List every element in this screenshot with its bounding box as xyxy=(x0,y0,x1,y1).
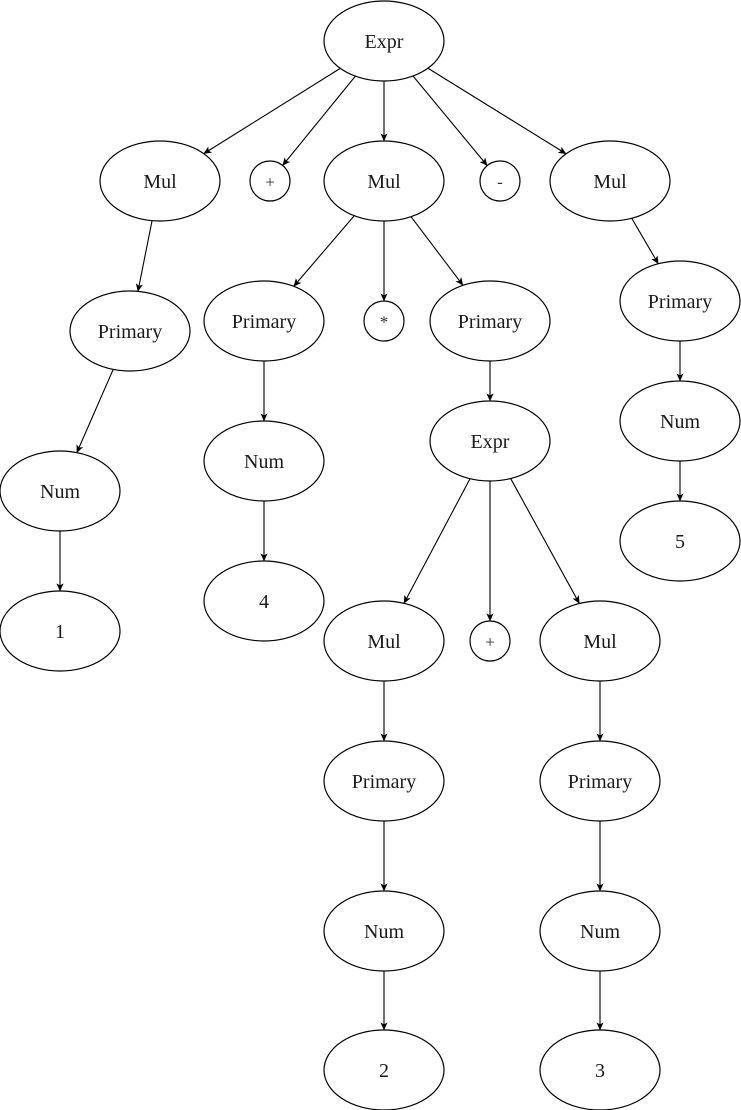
literal-node-1: 1 xyxy=(0,590,121,672)
node-label: Num xyxy=(244,451,284,473)
node-label: 2 xyxy=(379,1060,389,1082)
edge-primary-to-num xyxy=(76,369,114,453)
primary-node: Primary xyxy=(619,260,741,342)
node-outline xyxy=(469,620,511,662)
node-label: + xyxy=(485,633,495,652)
edge-mul-to-primary xyxy=(293,215,355,287)
primary-node: Primary xyxy=(203,280,325,362)
node-label: - xyxy=(497,173,503,192)
num-node: Num xyxy=(619,380,741,462)
node-label: Num xyxy=(364,921,404,943)
node-outline xyxy=(203,560,325,642)
node-label: Primary xyxy=(458,311,522,333)
node-label: Mul xyxy=(583,631,617,653)
edge-expr-to-op xyxy=(282,75,356,166)
mul-node: Mul xyxy=(323,600,445,682)
node-label: 4 xyxy=(259,591,269,613)
node-label: Mul xyxy=(143,171,177,193)
node-label: Expr xyxy=(365,31,404,53)
node-label: Num xyxy=(580,921,620,943)
edge-expr-to-op xyxy=(412,75,488,166)
node-outline xyxy=(549,140,671,222)
expr-node: Expr xyxy=(429,400,551,482)
mul-node: Mul xyxy=(539,600,661,682)
node-outline xyxy=(0,450,121,532)
node-label: Primary xyxy=(232,311,296,333)
edges xyxy=(56,67,684,1031)
node-outline xyxy=(323,1029,445,1110)
node-outline xyxy=(323,890,445,972)
node-label: Mul xyxy=(593,171,627,193)
edge-expr-to-mul xyxy=(403,478,471,604)
node-label: Primary xyxy=(98,321,162,343)
node-label: Mul xyxy=(367,631,401,653)
node-label: Primary xyxy=(568,771,632,793)
node-outline xyxy=(69,290,191,372)
node-outline xyxy=(539,1029,661,1110)
primary-node: Primary xyxy=(539,740,661,822)
num-node: Num xyxy=(203,420,325,502)
node-label: Mul xyxy=(367,171,401,193)
expr-node: Expr xyxy=(323,0,445,82)
node-outline xyxy=(619,380,741,462)
primary-node: Primary xyxy=(323,740,445,822)
mul-node: Mul xyxy=(549,140,671,222)
node-outline xyxy=(203,420,325,502)
literal-node-2: 2 xyxy=(323,1029,445,1110)
node-outline xyxy=(99,140,221,222)
node-outline xyxy=(429,400,551,482)
node-outline xyxy=(323,740,445,822)
node-outline xyxy=(0,590,121,672)
primary-node: Primary xyxy=(69,290,191,372)
num-node: Num xyxy=(539,890,661,972)
node-outline xyxy=(539,890,661,972)
operator-node-plus: + xyxy=(469,620,511,662)
node-outline xyxy=(539,600,661,682)
edge-expr-to-mul xyxy=(510,478,580,604)
node-label: Primary xyxy=(352,771,416,793)
node-outline xyxy=(429,280,551,362)
node-outline xyxy=(203,280,325,362)
operator-node-times: * xyxy=(363,300,405,342)
node-label: Expr xyxy=(471,431,510,453)
node-outline xyxy=(323,140,445,222)
node-outline xyxy=(363,300,405,342)
node-label: 3 xyxy=(595,1060,605,1082)
edge-mul-to-primary xyxy=(135,220,153,292)
literal-node-5: 5 xyxy=(619,500,741,582)
node-outline xyxy=(539,740,661,822)
node-label: + xyxy=(265,173,275,192)
edge-mul-to-primary xyxy=(631,218,659,265)
node-label: Num xyxy=(40,481,80,503)
node-label: Num xyxy=(660,411,700,433)
node-label: 1 xyxy=(55,621,65,643)
literal-node-4: 4 xyxy=(203,560,325,642)
node-outline xyxy=(323,600,445,682)
node-outline xyxy=(479,160,521,202)
node-outline xyxy=(249,160,291,202)
primary-node: Primary xyxy=(429,280,551,362)
operator-node-minus: - xyxy=(479,160,521,202)
edge-mul-to-primary xyxy=(410,216,464,286)
node-label: 5 xyxy=(675,531,685,553)
node-outline xyxy=(619,500,741,582)
mul-node: Mul xyxy=(99,140,221,222)
node-label: * xyxy=(380,313,389,332)
edge-expr-to-mul xyxy=(427,67,567,155)
node-outline xyxy=(323,0,445,82)
literal-node-3: 3 xyxy=(539,1029,661,1110)
edge-expr-to-mul xyxy=(203,67,341,155)
operator-node-plus: + xyxy=(249,160,291,202)
mul-node: Mul xyxy=(323,140,445,222)
num-node: Num xyxy=(0,450,121,532)
node-outline xyxy=(619,260,741,342)
node-label: Primary xyxy=(648,291,712,313)
num-node: Num xyxy=(323,890,445,972)
